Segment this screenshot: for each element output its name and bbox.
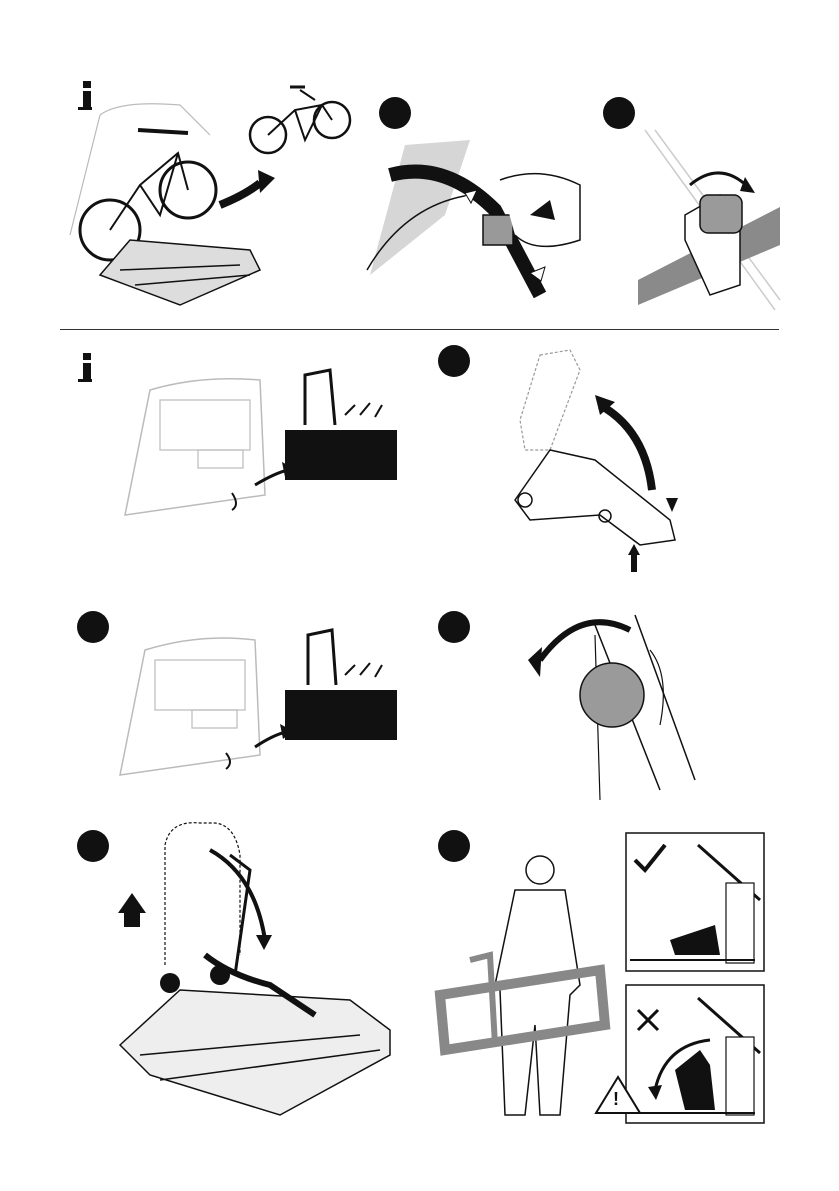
tilt-frame-panel	[60, 815, 400, 1130]
carry-store-panel: !	[430, 815, 775, 1130]
warning-icon: !	[613, 1089, 619, 1110]
strap-illustration	[365, 95, 590, 305]
bike-carrier-illustration	[60, 75, 360, 325]
tighten-knob-illustration	[430, 605, 710, 805]
strap-panel	[365, 95, 590, 305]
mount-car-panel	[60, 605, 420, 795]
fold-frame-panel	[430, 340, 690, 580]
knob-clamp-panel	[600, 95, 780, 310]
knob-clamp-illustration	[600, 95, 780, 310]
info-bikes-panel	[60, 75, 360, 325]
fold-frame-illustration	[430, 340, 690, 580]
car-mount-illustration	[60, 345, 420, 535]
tilt-frame-illustration	[60, 815, 400, 1130]
tighten-knob-panel	[430, 605, 710, 805]
info-mount-panel	[60, 345, 420, 535]
car-mount-step-illustration	[60, 605, 420, 795]
section-divider	[60, 329, 779, 330]
carry-store-illustration	[430, 815, 775, 1130]
